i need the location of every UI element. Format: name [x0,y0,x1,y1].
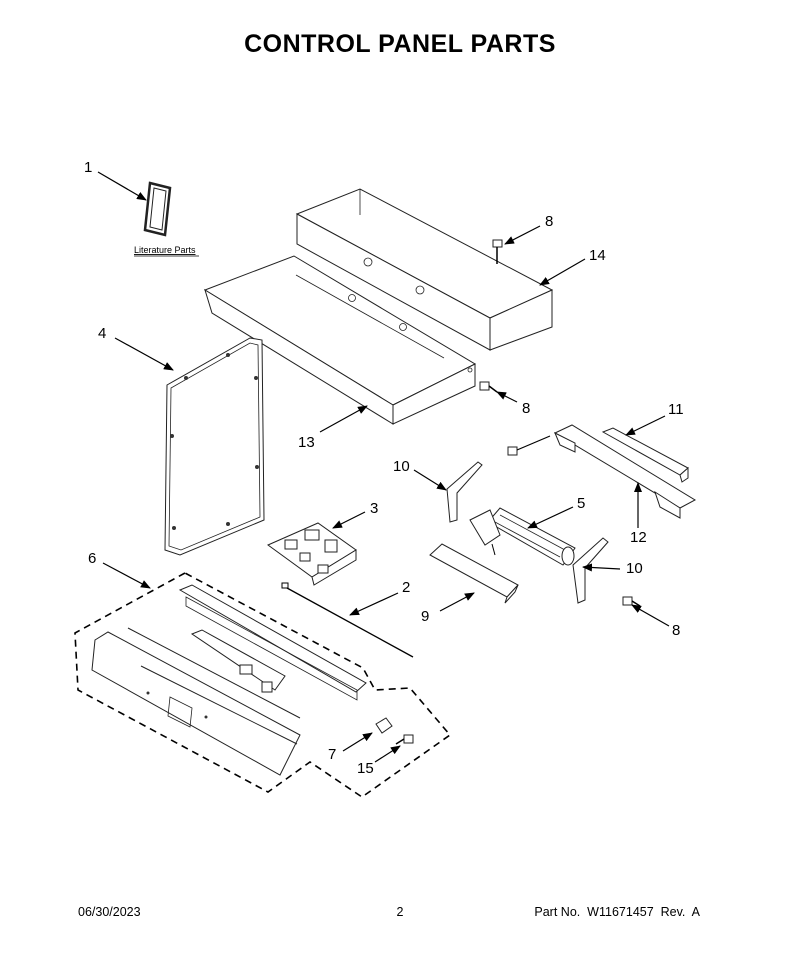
leader-arrow-11 [625,415,666,436]
side-panel [164,337,265,556]
mounting-bracket-long [553,424,697,519]
callout-7: 7 [328,746,336,763]
control-panel-frame [178,584,367,701]
leader-arrow-4 [114,337,174,371]
callout-10-right: 10 [626,560,643,577]
leader-arrow-13 [319,405,368,433]
leader-arrow-2 [349,592,399,616]
callout-11: 11 [668,401,684,418]
cooling-fan-assembly [469,507,576,566]
screw-lower [622,596,641,607]
screw-top [492,239,503,264]
leader-arrow-8-top [504,225,541,245]
callout-12: 12 [630,529,647,546]
callout-4: 4 [98,325,106,342]
leader-arrow-3 [332,511,366,529]
literature-parts-label: Literature Parts [134,245,196,255]
leader-arrow-5 [527,506,574,529]
leader-arrow-14 [539,258,586,286]
page-title: CONTROL PANEL PARTS [244,30,556,58]
leader-arrow-8-low [631,604,670,627]
hinge-bracket-bar [601,427,689,483]
control-panel-trim [127,627,301,745]
footer-part-number: Part No. W11671457 Rev. A [534,905,700,919]
callout-15: 15 [357,760,374,777]
callout-9: 9 [421,608,429,625]
leader-arrow-10-left [413,469,447,491]
leader-arrow-6 [102,562,151,589]
screw-middle [479,381,498,393]
electronic-control-board [267,522,357,586]
callout-8-low: 8 [672,622,680,639]
footer-date: 06/30/2023 [78,905,141,919]
callout-10-left: 10 [393,458,410,475]
leader-arrow-8-mid [496,391,518,403]
mounting-clip [375,717,393,734]
screw-frame [395,734,414,745]
leader-arrow-10-right [582,563,621,572]
control-panel-assembly-outline [74,572,452,798]
callout-1: 1 [84,159,92,176]
callout-8-top: 8 [545,213,553,230]
bracket-right [572,537,609,604]
callout-6: 6 [88,550,96,567]
callout-2: 2 [402,579,410,596]
control-panel-top-shelf [203,255,477,425]
leader-arrow-1 [97,171,147,201]
leader-arrow-7 [342,732,373,752]
callout-13: 13 [298,434,315,451]
callout-3: 3 [370,500,378,517]
leader-arrow-9 [439,592,475,612]
air-baffle [429,543,519,604]
leader-arrow-15 [374,745,401,763]
callout-8-mid: 8 [522,400,530,417]
bracket-left [446,461,483,523]
wire-harness [281,582,414,658]
top-rear-panel [295,188,554,351]
callout-5: 5 [577,495,585,512]
footer-page-number: 2 [396,905,404,919]
literature-booklet [143,181,172,237]
callout-14: 14 [589,247,606,264]
screw-bracket [507,435,551,456]
